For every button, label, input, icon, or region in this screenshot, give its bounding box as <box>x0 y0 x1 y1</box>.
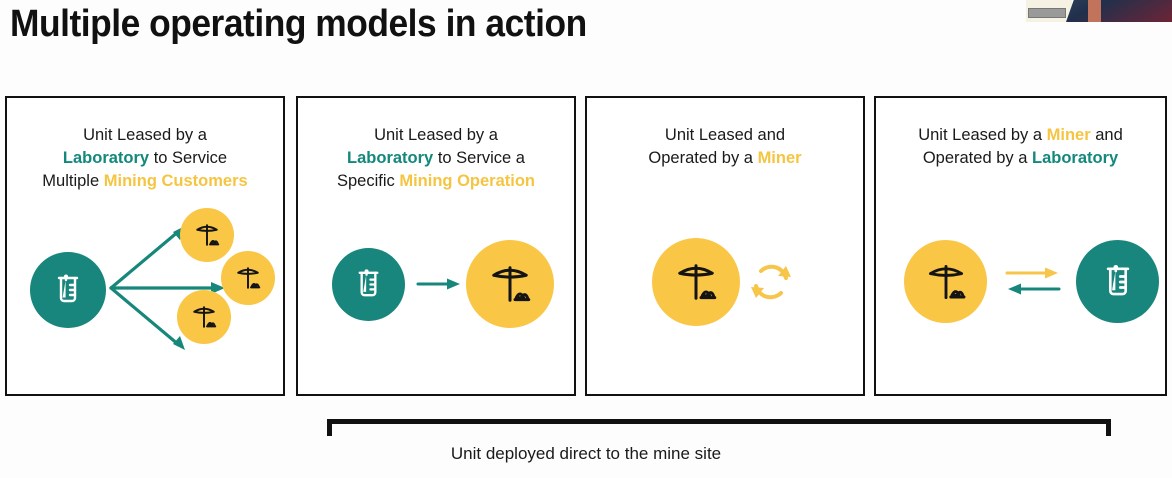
presenter-video-overlay <box>1026 0 1172 22</box>
pickaxe-ore-icon <box>678 264 717 300</box>
operating-model-panel-4: Unit Leased by a Miner and Operated by a… <box>874 96 1167 396</box>
operating-model-panel-1: Unit Leased by a Laboratory to Service M… <box>5 96 285 396</box>
panel-4-caption: Unit Leased by a Miner and Operated by a… <box>918 126 1123 167</box>
pickaxe-ore-icon <box>928 264 965 299</box>
page-title: Multiple operating models in action <box>10 3 587 45</box>
laboratory-beaker-icon <box>358 269 379 297</box>
pickaxe-ore-icon <box>196 224 220 246</box>
laboratory-circle <box>332 248 405 321</box>
panel-1-diagram <box>7 203 283 373</box>
panel-4-diagram <box>876 203 1165 373</box>
miner-circle <box>652 238 740 326</box>
bracket-tick-left <box>327 419 332 436</box>
laboratory-circle <box>1076 240 1159 323</box>
video-presenter-feed <box>1066 0 1172 22</box>
single-arrow-right <box>416 278 460 290</box>
bracket-label: Unit deployed direct to the mine site <box>450 444 722 463</box>
miner-circle-1 <box>180 208 234 262</box>
operating-model-panel-2: Unit Leased by a Laboratory to Service a… <box>296 96 576 396</box>
laboratory-circle <box>30 252 106 328</box>
refresh-cycle-icon <box>751 264 791 300</box>
bidirectional-arrows <box>1005 267 1061 295</box>
panel-3-caption: Unit Leased and Operated by a Miner <box>648 126 802 167</box>
bracket-tick-right <box>1106 419 1111 436</box>
laboratory-beaker-icon <box>1106 264 1129 295</box>
miner-circle-2 <box>221 251 275 305</box>
panel-1-caption: Unit Leased by a Laboratory to Service M… <box>42 126 248 190</box>
miner-circle-3 <box>177 290 231 344</box>
miner-circle <box>904 240 987 323</box>
deployment-bracket <box>327 419 1111 437</box>
panel-3-diagram <box>587 203 863 373</box>
bracket-bar <box>327 419 1111 424</box>
pickaxe-ore-icon <box>492 266 531 302</box>
pickaxe-ore-icon <box>237 267 261 289</box>
panel-2-diagram <box>298 203 574 373</box>
laboratory-beaker-icon <box>57 274 79 303</box>
presenter-silhouette-icon <box>1088 0 1101 22</box>
video-name-badge <box>1028 8 1066 18</box>
panel-2-caption: Unit Leased by a Laboratory to Service a… <box>336 126 536 190</box>
pickaxe-ore-icon <box>193 306 217 328</box>
operating-model-panel-3: Unit Leased and Operated by a Miner <box>585 96 865 396</box>
miner-circle <box>466 240 554 328</box>
